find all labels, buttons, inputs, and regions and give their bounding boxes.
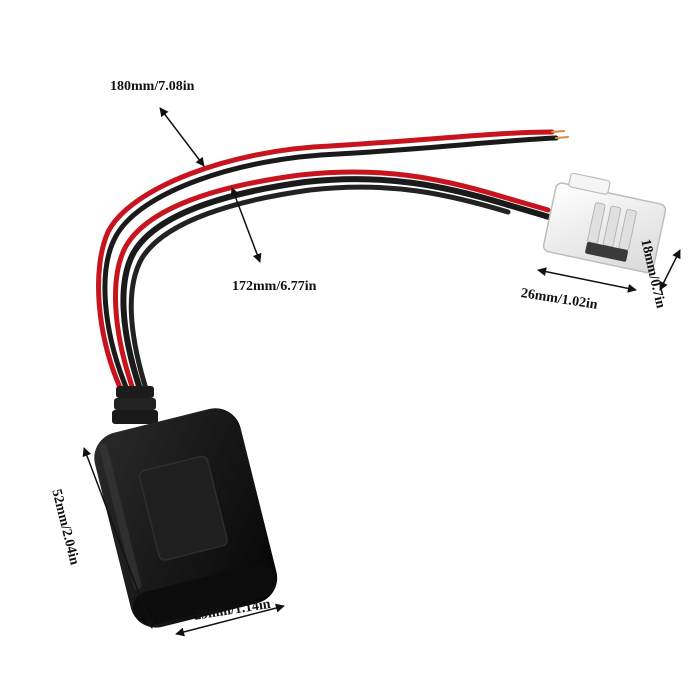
arrow-module-width	[175, 603, 285, 637]
wire-black-2	[120, 176, 555, 395]
dimension-label-wire-long: 180mm/7.08in	[110, 79, 195, 94]
wire-tip-black	[555, 136, 569, 139]
wire-tip-red	[551, 130, 565, 133]
connector	[542, 172, 667, 274]
wire-black-1	[102, 135, 559, 395]
dimension-arrows	[82, 107, 681, 637]
cable-bundle	[96, 129, 569, 395]
arrow-module-length	[82, 447, 154, 629]
dimension-label-wire-short: 172mm/6.77in	[232, 279, 317, 294]
wire-red-1	[96, 129, 555, 395]
arrow-connector-width	[537, 267, 637, 293]
arrow-wire-long	[159, 107, 205, 167]
connector-latch	[568, 172, 611, 195]
connector-pin-window	[585, 241, 629, 262]
arrow-wire-short	[230, 187, 262, 263]
wire-red-2	[113, 169, 551, 395]
strain-relief	[112, 386, 158, 424]
module-bottom-rim	[133, 563, 277, 626]
wire-black-3	[128, 184, 511, 395]
arrow-connector-height	[659, 249, 681, 291]
connector-body	[542, 182, 667, 274]
